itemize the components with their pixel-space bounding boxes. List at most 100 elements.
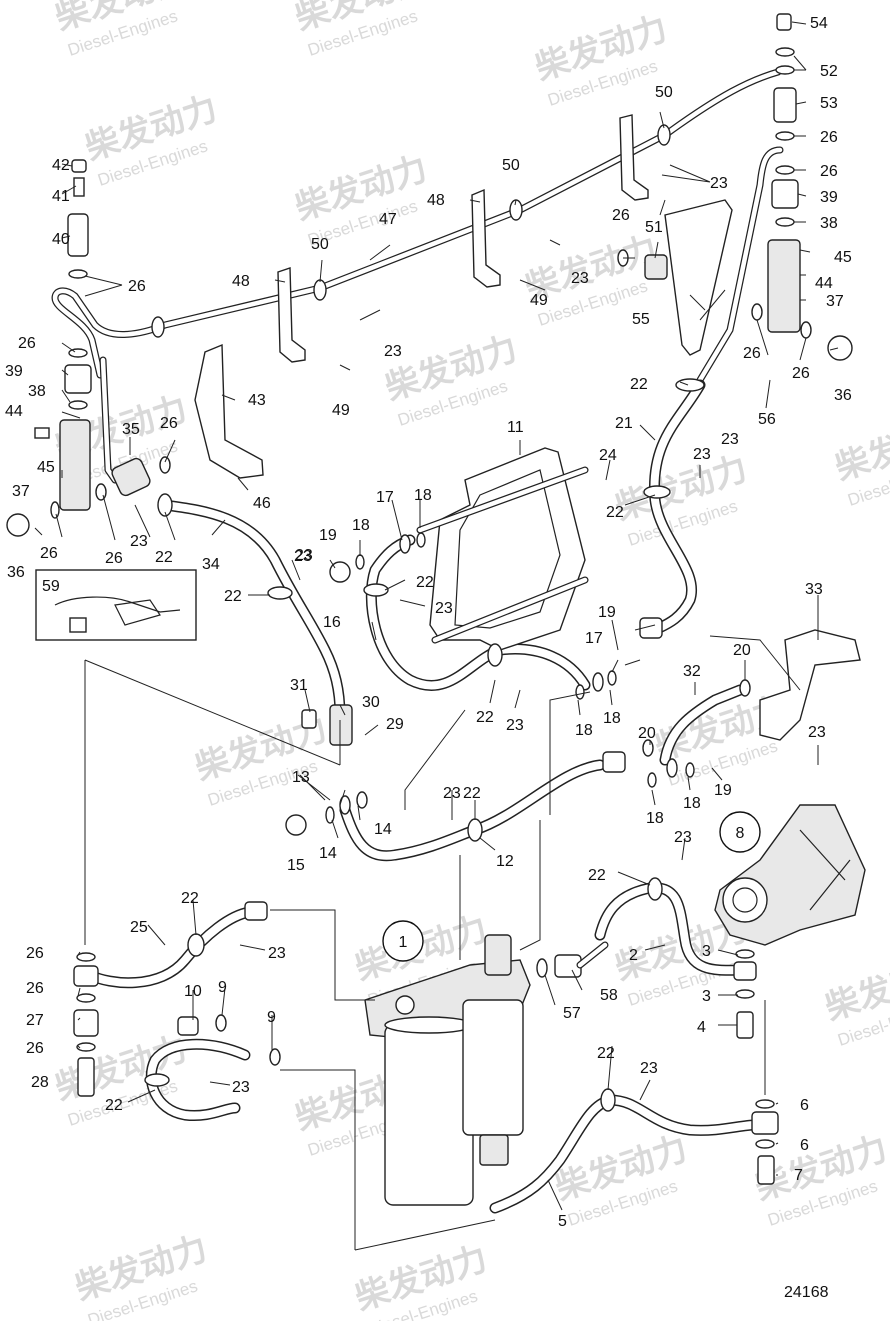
callout-22: 22 [181,890,199,907]
callout-46: 46 [253,495,271,512]
callout-26: 26 [26,980,44,997]
clamp-22-2 [647,877,663,901]
callout-labels: 5452532650263938454437362626565551262350… [5,15,852,1230]
clamp-22-21a [675,378,705,392]
callout-48: 48 [427,192,445,209]
callout-19: 19 [598,604,616,621]
callout-18: 18 [683,795,701,812]
callout-34: 34 [202,556,220,573]
callout-52: 52 [820,63,838,80]
callout-19: 19 [714,782,732,799]
bracket-right [619,114,649,201]
callout-42: 42 [52,157,70,174]
callout-55: 55 [632,311,650,328]
callout-18: 18 [352,517,370,534]
callout-23: 23 [384,343,402,360]
callout-41: 41 [52,188,70,205]
callout-28: 28 [31,1074,49,1091]
callout-39: 39 [5,363,23,380]
callout-22: 22 [416,574,434,591]
callout-23: 23 [710,175,728,192]
callout-23: 23 [130,533,148,550]
clamp-22-25 [187,933,205,957]
bracket-33 [759,629,861,741]
callout-1: 1 [399,934,408,951]
callout-23: 23 [295,547,313,564]
callout-43: 43 [248,392,266,409]
callout-23: 23 [435,600,453,617]
callout-48: 48 [232,273,250,290]
callout-29: 29 [386,716,404,733]
bracket-43 [194,343,264,479]
callout-26: 26 [18,335,36,352]
callout-14: 14 [374,821,392,838]
callout-23: 23 [693,446,711,463]
callout-circle-8 [719,811,761,853]
callout-4: 4 [697,1019,706,1036]
callout-9: 9 [267,1009,276,1026]
callout-2: 2 [629,947,638,964]
clamp-a [151,316,165,338]
callout-26: 26 [792,365,810,382]
callout-7: 7 [794,1167,803,1184]
callout-17: 17 [585,630,603,647]
callout-8: 8 [736,825,745,842]
callout-25: 25 [130,919,148,936]
clamps [144,124,705,1112]
callout-15: 15 [287,857,305,874]
callout-20: 20 [638,725,656,742]
callout-36: 36 [7,564,25,581]
callout-57: 57 [563,1005,581,1022]
callout-32: 32 [683,663,701,680]
bracket-55 [664,199,733,356]
callout-40: 40 [52,231,70,248]
callout-53: 53 [820,95,838,112]
clamp-22-16a [363,583,389,597]
callout-19: 19 [319,527,337,544]
callout-22: 22 [463,785,481,802]
hardware [6,13,853,1185]
leader-lines [34,21,839,1251]
callout-26: 26 [105,550,123,567]
callout-23: 23 [571,270,589,287]
callout-22: 22 [105,1097,123,1114]
callout-38: 38 [28,383,46,400]
callout-31: 31 [290,677,308,694]
clamp-22-34 [267,586,293,600]
callout-35: 35 [122,421,140,438]
callout-24: 24 [599,447,617,464]
detail-box-59 [35,569,197,641]
callout-36: 36 [834,387,852,404]
clamp-22-5 [600,1088,616,1112]
callout-23: 23 [674,829,692,846]
callout-circle-1 [382,920,424,962]
callout-21: 21 [615,415,633,432]
callout-14: 14 [319,845,337,862]
callout-23: 23 [443,785,461,802]
callout-10: 10 [184,983,202,1000]
callout-26: 26 [820,129,838,146]
callout-22: 22 [606,504,624,521]
callout-6: 6 [800,1097,809,1114]
callout-37: 37 [12,483,30,500]
callout-26: 26 [26,945,44,962]
callout-22: 22 [155,549,173,566]
callout-22: 22 [476,709,494,726]
callout-59: 59 [42,578,60,595]
callout-26: 26 [40,545,58,562]
callout-26: 26 [128,278,146,295]
callout-26: 26 [612,207,630,224]
brackets [194,114,861,741]
callout-39: 39 [820,189,838,206]
callout-16: 16 [323,614,341,631]
callout-20: 20 [733,642,751,659]
callout-51: 51 [645,219,663,236]
callout-26: 26 [160,415,178,432]
callout-30: 30 [362,694,380,711]
bracket-48-left [277,267,306,363]
callout-18: 18 [646,810,664,827]
callout-27: 27 [26,1012,44,1029]
fuel-filter-assembly [364,934,531,1206]
